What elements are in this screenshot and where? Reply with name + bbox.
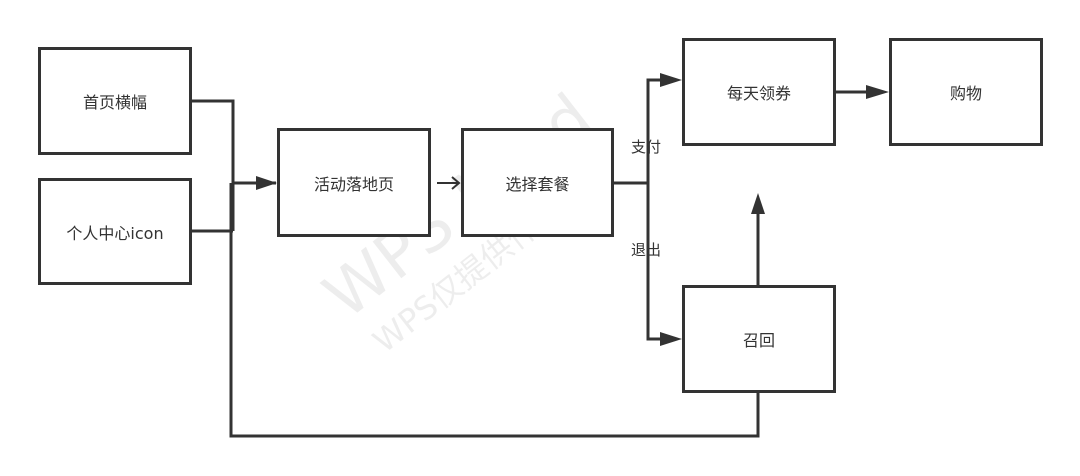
node-shopping[interactable]: 购物 — [889, 38, 1043, 146]
node-profile-icon[interactable]: 个人中心icon — [38, 178, 192, 285]
edge-recall-loop — [229, 183, 760, 438]
edge-label-pay: 支付 — [631, 138, 662, 156]
arrowhead-open — [451, 176, 461, 190]
edge-exit — [646, 183, 668, 341]
edge-pay — [646, 78, 668, 183]
edge-banner-to-junction — [192, 99, 235, 231]
node-daily-coupon[interactable]: 每天领券 — [682, 38, 836, 146]
node-choose-plan[interactable]: 选择套餐 — [461, 128, 614, 237]
edge-label-exit: 退出 — [631, 241, 662, 259]
node-recall[interactable]: 召回 — [682, 285, 836, 393]
arrowhead — [256, 176, 277, 190]
node-landing[interactable]: 活动落地页 — [277, 128, 431, 237]
node-banner[interactable]: 首页横幅 — [38, 47, 192, 155]
